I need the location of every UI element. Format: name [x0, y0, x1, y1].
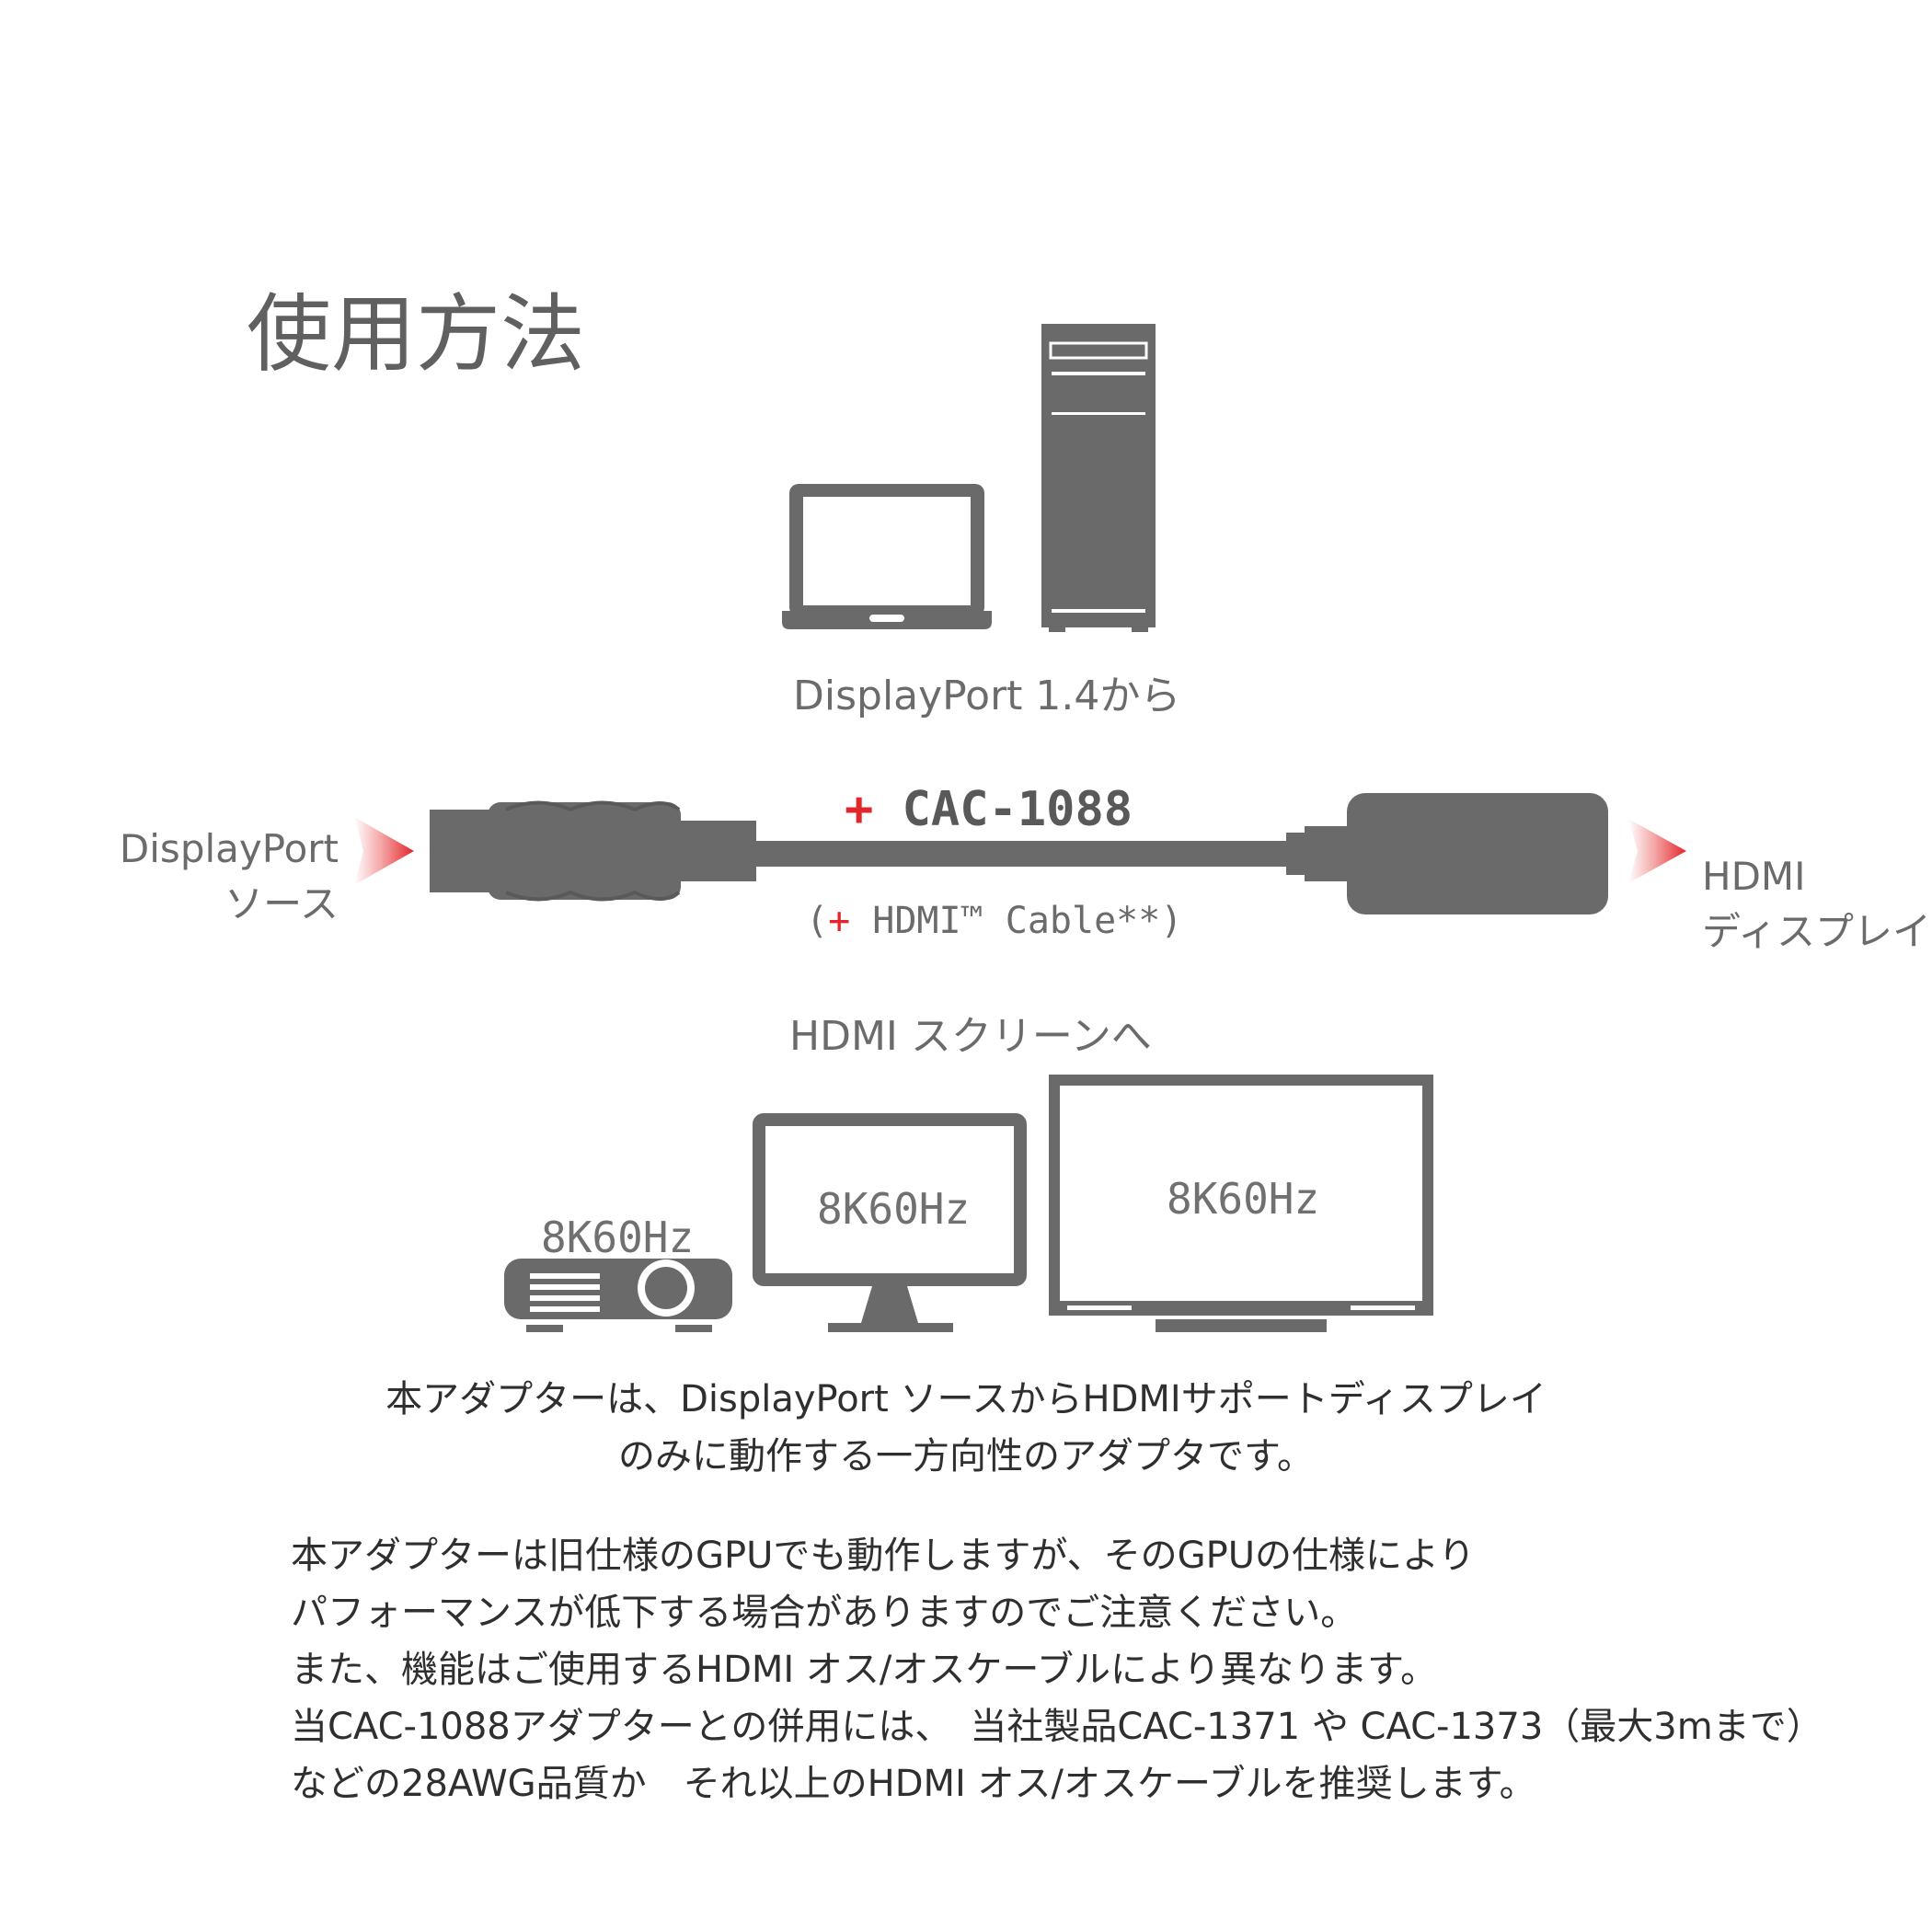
summary-line-2: のみに動作する一方向性のアダプタです。: [618, 1435, 1314, 1478]
projector-resolution: 8K60Hz: [541, 1213, 695, 1262]
output-label: HDMI ディスプレイ: [1702, 849, 1932, 960]
monitor-resolution: 8K60Hz: [817, 1184, 971, 1234]
projector-icon: [504, 1259, 732, 1332]
input-label: DisplayPort ソース: [92, 822, 339, 932]
output-label-line-2: ディスプレイ: [1702, 909, 1932, 954]
product-model: CAC-1088: [902, 782, 1133, 837]
note-line-2: パフォーマンスが低下する場合がありますのでご注意ください。: [291, 1592, 1358, 1634]
output-label-line-1: HDMI: [1702, 854, 1806, 899]
page-title: 使用方法: [247, 285, 586, 384]
note-line-3: また、機能はご使用するHDMI オス/オスケーブルにより異なります。: [291, 1649, 1438, 1691]
source-caption: DisplayPort 1.4から: [793, 673, 1181, 719]
note-line-5: などの28AWG品質か それ以上のHDMI オス/オスケーブルを推奨します。: [291, 1763, 1536, 1805]
note-line-4: 当CAC-1088アダプターとの併用には、 当社製品CAC-1371 や CAC…: [291, 1706, 1823, 1748]
note-line-1: 本アダプターは旧仕様のGPUでも動作しますが、そのGPUの仕様により: [291, 1535, 1476, 1577]
monitor-icon: [753, 1113, 1027, 1332]
adapter-illustration: [430, 793, 1608, 914]
compatibility-note: 本アダプターは旧仕様のGPUでも動作しますが、そのGPUの仕様により パフォーマ…: [291, 1527, 1855, 1812]
cable-plus-icon: +: [828, 900, 851, 942]
tv-icon: [1049, 1075, 1433, 1332]
input-label-line-1: DisplayPort: [119, 826, 339, 871]
cable-note: (+ HDMI™ Cable**): [806, 900, 1182, 942]
laptop-icon: [782, 484, 992, 629]
output-arrow-icon: [1628, 819, 1686, 883]
desktop-tower-icon: [1041, 324, 1156, 632]
input-label-line-2: ソース: [224, 881, 339, 926]
destination-caption: HDMI スクリーンへ: [789, 1013, 1152, 1060]
tv-resolution: 8K60Hz: [1167, 1174, 1320, 1224]
product-name: + CAC-1088: [845, 782, 1133, 837]
cable-note-open: (: [806, 900, 829, 942]
summary-line-1: 本アダプターは、DisplayPort ソースからHDMIサポートディスプレイ: [385, 1378, 1547, 1420]
input-arrow-icon: [354, 817, 414, 885]
plus-icon: +: [845, 782, 874, 837]
cable-note-text: HDMI™ Cable**): [850, 900, 1183, 942]
summary-note: 本アダプターは、DisplayPort ソースからHDMIサポートディスプレイ …: [276, 1371, 1656, 1485]
